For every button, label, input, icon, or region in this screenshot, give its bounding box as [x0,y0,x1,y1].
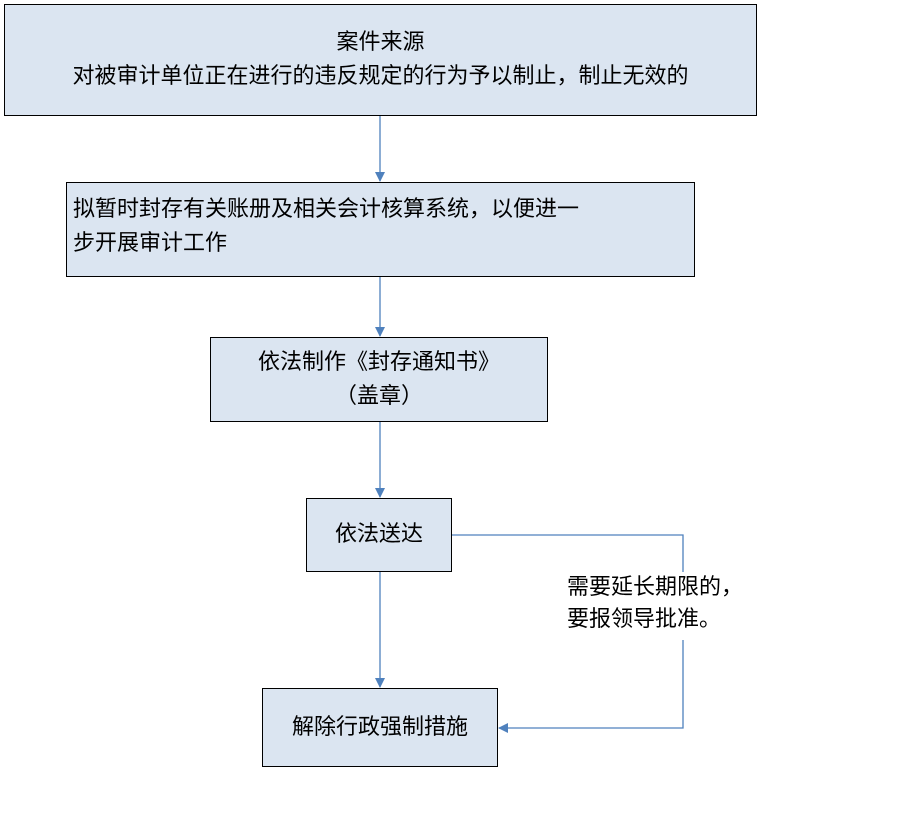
side-note-line2: 要报领导批准。 [567,607,722,632]
step-seal-records-line1: 拟暂时封存有关账册及相关会计核算系统，以便进一 [73,197,580,222]
step-seal-records: 拟暂时封存有关账册及相关会计核算系统，以便进一 步开展审计工作 [66,182,695,277]
step-prepare-notice-line1: 依法制作《封存通知书》 [257,349,500,375]
step-seal-records-line2: 步开展审计工作 [73,231,228,256]
step-case-source-title: 案件来源 [336,30,425,55]
step-release-measures-label: 解除行政强制措施 [291,714,468,740]
side-note-line1: 需要延长期限的， [567,575,744,600]
step-case-source: 案件来源 对被审计单位正在进行的违反规定的行为予以制止，制止无效的 [4,4,757,116]
side-note-extension: 需要延长期限的， 要报领导批准。 [567,572,779,640]
step-prepare-notice: 依法制作《封存通知书》 （盖章） [210,337,548,422]
step-release-measures: 解除行政强制措施 [262,688,498,767]
step-case-source-text: 对被审计单位正在进行的违反规定的行为予以制止，制止无效的 [72,64,689,89]
step-deliver-label: 依法送达 [334,522,423,547]
step-deliver: 依法送达 [306,498,452,572]
step-prepare-notice-line2: （盖章） [334,383,423,409]
